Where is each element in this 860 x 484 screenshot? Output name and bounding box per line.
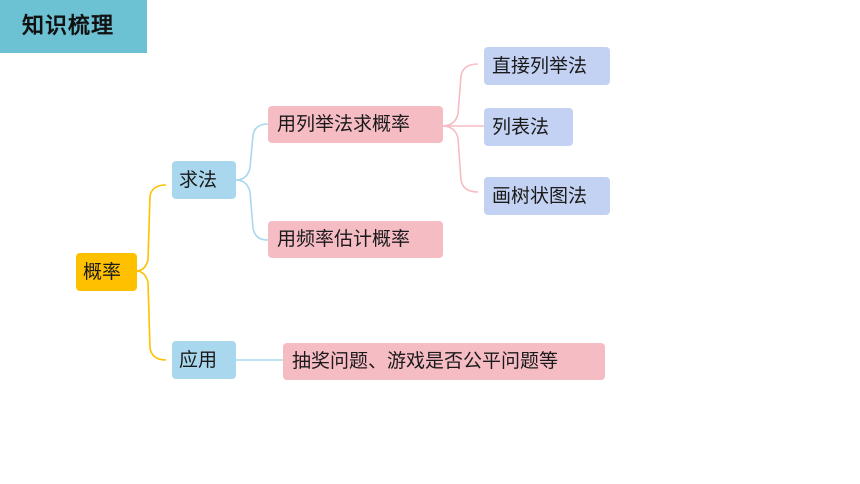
node-methods: 求法 xyxy=(172,161,236,199)
node-tree-diagram-method: 画树状图法 xyxy=(484,177,610,215)
node-frequency-estimate: 用频率估计概率 xyxy=(268,221,443,258)
node-application-detail: 抽奖问题、游戏是否公平问题等 xyxy=(283,343,605,380)
connector-root-to-methods xyxy=(135,184,167,272)
node-enumeration-method: 用列举法求概率 xyxy=(268,106,443,143)
section-title: 知识梳理 xyxy=(0,0,147,53)
node-table-method: 列表法 xyxy=(484,108,573,146)
connector-methods-to-enumerate xyxy=(235,123,269,181)
connector-root-to-application xyxy=(135,270,167,361)
node-probability: 概率 xyxy=(76,253,137,291)
node-application: 应用 xyxy=(172,341,236,379)
connector-enumerate-to-direct xyxy=(441,63,479,127)
connector-enumerate-to-tree xyxy=(441,125,479,193)
node-direct-enumeration: 直接列举法 xyxy=(484,47,610,85)
connector-methods-to-frequency xyxy=(235,179,269,241)
